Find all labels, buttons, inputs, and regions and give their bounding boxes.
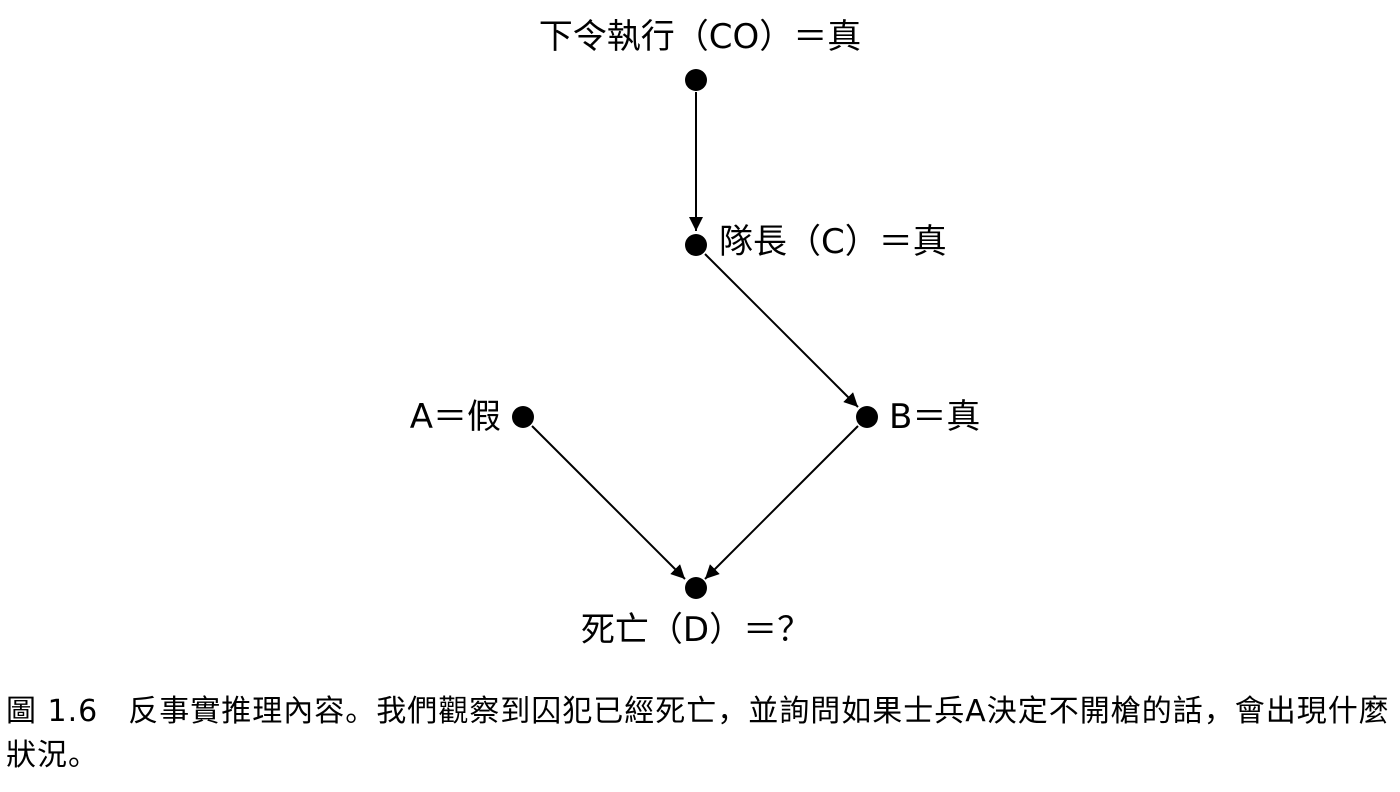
edge-b-to-d [704, 425, 859, 580]
node-co-label: 下令執行（CO）＝真 [539, 17, 862, 57]
node-c [685, 234, 707, 256]
node-c-label: 隊長（C）＝真 [719, 222, 947, 262]
node-a [512, 406, 534, 428]
caption-text: 反事實推理內容。我們觀察到囚犯已經死亡，並詢問如果士兵A決定不開槍的話，會出現什… [6, 694, 1390, 773]
labels: 下令執行（CO）＝真 隊長（C）＝真 A＝假 B＝真 死亡（D）＝？ [410, 17, 981, 650]
edges [531, 92, 859, 580]
node-b [856, 406, 878, 428]
edge-a-to-d [531, 425, 686, 580]
nodes [512, 69, 878, 599]
node-d-label: 死亡（D）＝？ [581, 610, 811, 650]
node-co [685, 69, 707, 91]
causal-diagram: 下令執行（CO）＝真 隊長（C）＝真 A＝假 B＝真 死亡（D）＝？ [410, 17, 981, 650]
node-d [685, 577, 707, 599]
node-b-label: B＝真 [889, 397, 980, 437]
figure-number: 圖 1.6 [6, 694, 99, 729]
node-a-label: A＝假 [410, 397, 501, 437]
edge-c-to-b [704, 253, 859, 408]
